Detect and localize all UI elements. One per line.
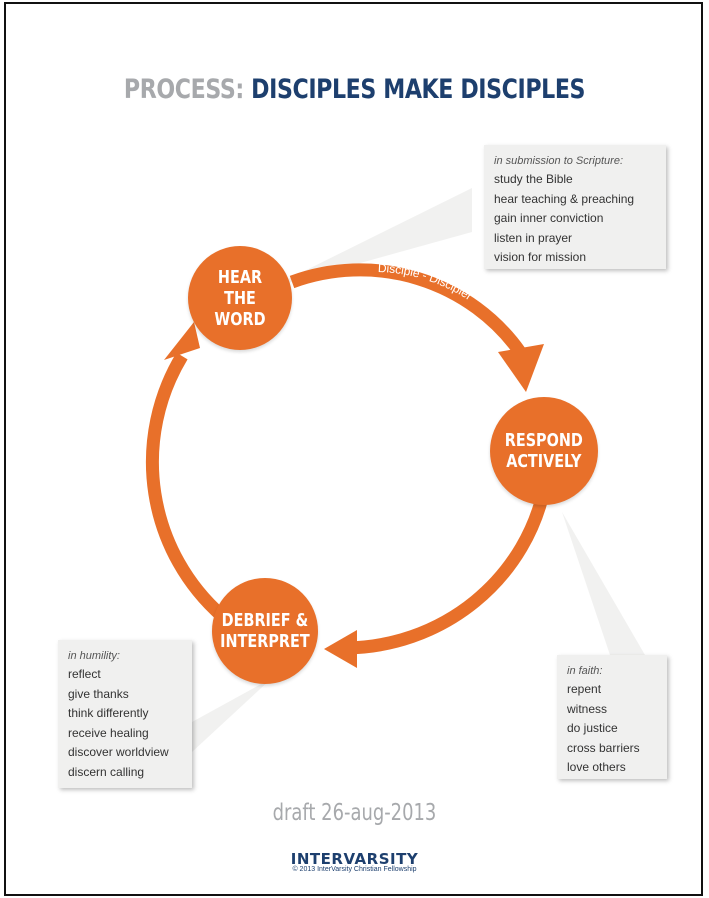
list-item: hear teaching & preaching (494, 191, 635, 206)
callout-respond-heading: in faith: (567, 665, 603, 677)
list-item: vision for mission (494, 250, 587, 264)
node-debrief-label: DEBRIEF & INTERPRET (220, 610, 310, 652)
list-item: think differently (68, 706, 149, 720)
arrowhead-to-respond (498, 344, 544, 392)
title-prefix: PROCESS: (123, 74, 244, 105)
page-title: PROCESS: DISCIPLES MAKE DISCIPLES (64, 74, 645, 105)
draft-date: draft 26-aug-2013 (272, 800, 437, 826)
node-hear-the-word: HEAR THE WORD (188, 246, 292, 350)
cycle-label-path: Disciple - Discipler (378, 261, 475, 303)
callout-debrief-heading: in humility: (68, 650, 120, 662)
list-item: cross barriers (567, 740, 640, 755)
list-item: listen in prayer (494, 230, 573, 245)
node-hear-label: HEAR THE WORD (214, 266, 266, 330)
intervarsity-logo: INTERVARSITY (290, 850, 419, 868)
node-respond-label: RESPOND ACTIVELY (504, 430, 584, 472)
list-item: discover worldview (68, 745, 169, 759)
cycle-label: Disciple - Discipler (378, 261, 475, 303)
node-debrief-interpret: DEBRIEF & INTERPRET (212, 578, 318, 684)
list-item: repent (567, 682, 602, 696)
list-item: love others (567, 760, 626, 774)
arc-respond-to-debrief (344, 483, 552, 655)
respond-callout-pointer (562, 512, 645, 655)
hear-callout-pointer (270, 188, 472, 288)
arrowhead-to-hear (164, 322, 200, 360)
copyright-text: © 2013 InterVarsity Christian Fellowship (292, 866, 417, 873)
callout-hear: in submission to Scripture: study the Bi… (484, 145, 666, 269)
node-respond-actively: RESPOND ACTIVELY (490, 397, 598, 505)
callout-debrief: in humility: reflect give thanks think d… (58, 640, 192, 788)
callout-respond-list: repent witness do justice cross barriers… (567, 680, 657, 778)
list-item: do justice (567, 721, 618, 735)
list-item: study the Bible (494, 172, 573, 186)
list-item: reflect (68, 667, 101, 681)
list-item: receive healing (68, 725, 149, 740)
arrowhead-to-debrief (324, 630, 357, 668)
list-item: discern calling (68, 764, 145, 779)
callout-hear-heading: in submission to Scripture: (494, 155, 623, 167)
list-item: give thanks (68, 686, 129, 701)
callout-debrief-list: reflect give thanks think differently re… (68, 665, 182, 782)
list-item: witness (567, 701, 608, 716)
arc-debrief-to-hear (145, 352, 227, 621)
arc-hear-to-respond (289, 263, 526, 356)
callout-respond: in faith: repent witness do justice cros… (557, 655, 667, 779)
title-main: DISCIPLES MAKE DISCIPLES (251, 74, 586, 105)
callout-hear-list: study the Bible hear teaching & preachin… (494, 170, 656, 268)
debrief-callout-pointer (192, 678, 272, 752)
list-item: gain inner conviction (494, 211, 604, 225)
